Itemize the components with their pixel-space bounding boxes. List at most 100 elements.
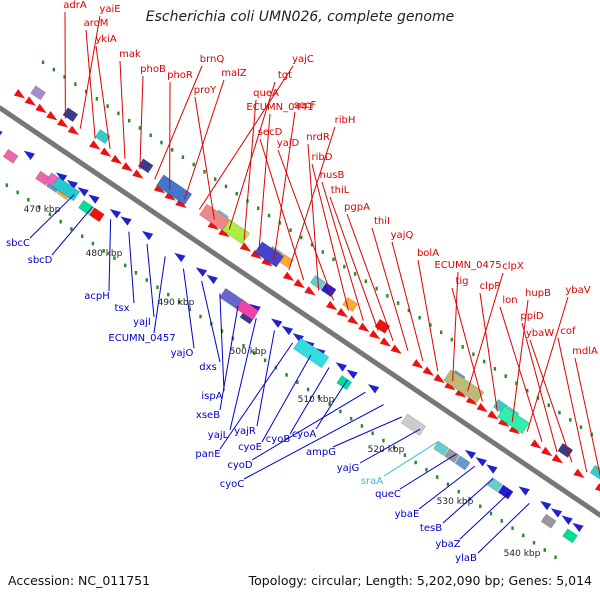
gene-label[interactable]: sbcD [28,255,53,266]
gene-label[interactable]: nrdR [306,132,330,143]
gene-label[interactable]: ampG [306,447,336,458]
gene-label[interactable]: malZ [221,68,247,79]
gene-label[interactable]: mak [119,49,141,60]
gene-label[interactable]: ppiD [520,311,543,322]
gene-label[interactable]: hupB [525,288,551,299]
track-dot [360,424,364,428]
gene-label[interactable]: cof [560,326,576,337]
feature-block [443,448,460,464]
gene-label[interactable]: yajD [277,138,300,149]
leader-line [477,502,530,554]
gene-label[interactable]: ykiA [95,34,116,45]
gene-label[interactable]: brnQ [200,54,225,65]
gene-label[interactable]: secD [258,127,283,138]
gene-label[interactable]: dxs [199,362,216,373]
gene-label[interactable]: panE [195,449,220,460]
gene-label[interactable]: yajC [292,54,314,65]
gene-label[interactable]: bolA [417,248,439,259]
leader-line [417,259,439,372]
gene-label[interactable]: phoR [167,70,193,81]
gene-label[interactable]: ribH [335,115,356,126]
gene-label[interactable]: ECUMN_0441 [246,102,313,113]
gene-label[interactable]: yajQ [391,230,414,241]
leader-line [442,478,494,524]
track-dot [127,118,131,123]
gene-label[interactable]: aroM [84,18,109,29]
gene-label[interactable]: ylaB [455,553,477,564]
gene-label[interactable]: phoB [140,64,166,75]
gene-label[interactable]: cyoA [292,429,317,440]
forward-gene-arrow [541,446,553,457]
gene-label[interactable]: sbcC [6,238,30,249]
gene-label[interactable]: clpX [502,261,524,272]
gene-label[interactable]: queC [375,489,401,500]
gene-label[interactable]: tig [455,276,468,287]
gene-label[interactable]: clpP [480,281,501,292]
gene-label[interactable]: acpH [84,291,110,302]
gene-label[interactable]: tgt [278,70,292,81]
gene-label[interactable]: cyoB [266,434,291,445]
gene-label[interactable]: ECUMN_0475 [434,260,501,271]
reverse-gene-arrow [572,522,584,533]
forward-gene-arrow [153,184,166,194]
gene-label[interactable]: queA [253,88,279,99]
gene-label[interactable]: tesB [420,523,442,534]
gene-label[interactable]: ybaV [565,285,590,296]
track-dot [203,169,206,174]
track-dot [124,263,127,268]
gene-label[interactable]: cyoE [238,442,262,453]
track-dot [371,431,374,436]
gene-label[interactable]: yajG [337,463,360,474]
gene-label[interactable]: lon [502,295,517,306]
gene-label[interactable]: ECUMN_0457 [108,333,175,344]
gene-label[interactable]: ybaE [395,509,420,520]
leader-line [139,75,144,170]
gene-label[interactable]: proY [194,85,217,96]
tick-label: 540 kbp [504,549,541,559]
forward-gene-arrow [207,220,219,230]
tick-label: 510 kbp [298,395,335,405]
track-dot [95,96,99,101]
gene-label[interactable]: yajI [133,317,151,328]
track-dot [500,519,503,523]
leader-line [199,65,294,210]
leader-line [557,337,588,473]
feature-block [562,528,578,544]
gene-label[interactable]: ybaZ [435,539,460,550]
gene-label[interactable]: ybaW [526,328,554,339]
gene-label[interactable]: mdlA [572,346,598,357]
gene-label[interactable]: thiL [331,185,350,196]
leader-line [526,296,569,432]
gene-label[interactable]: xseB [196,410,220,421]
gene-label[interactable]: yajO [171,348,194,359]
gene-label[interactable]: yaiE [99,4,120,15]
gene-label[interactable]: yajR [234,426,256,437]
gene-label[interactable]: yajL [208,430,229,441]
gene-label[interactable]: sraA [361,476,383,487]
feature-block [320,282,337,298]
track-dot [138,126,142,130]
gene-label[interactable]: cyoD [227,460,253,471]
feature-block [88,207,105,223]
reverse-gene-arrow [195,267,208,277]
leader-line [108,219,112,292]
gene-label[interactable]: nusB [320,170,345,181]
track-dot [80,234,84,239]
track-dot [306,387,310,392]
forward-gene-arrow [422,366,434,376]
gene-label[interactable]: cyoC [220,479,245,490]
forward-gene-arrow [594,483,600,493]
track-dot [579,425,583,429]
track-dot [321,250,324,254]
track-dot [106,104,109,108]
track-dot [403,453,407,457]
gene-label[interactable]: pgpA [344,202,370,213]
gene-label[interactable]: thiI [374,216,390,227]
gene-label[interactable]: tsx [114,303,129,314]
gene-label[interactable]: ribD [312,152,333,163]
track-dot [392,446,396,450]
track-dot [27,197,30,202]
gene-label[interactable]: secF [294,100,317,111]
gene-label[interactable]: adrA [63,0,87,11]
gene-label[interactable]: ispA [201,391,222,402]
